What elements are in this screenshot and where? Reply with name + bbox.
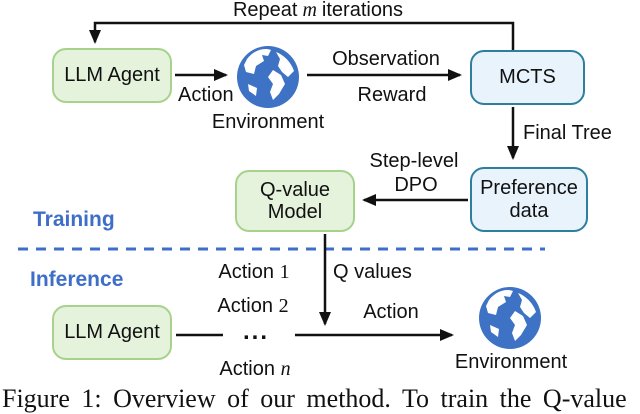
mcts-box: MCTS [470,50,585,105]
actions-ellipsis: ... [242,318,270,345]
environment-label-bottom: Environment [454,351,568,373]
action-n-var: n [280,358,291,380]
environment-globe-icon-top [237,46,299,108]
step-level-label: Step-level [369,150,459,172]
environment-globe-icon-bottom [479,287,541,349]
llm-agent-box-inference: LLM Agent [52,305,172,360]
inference-label: Inference [30,268,124,291]
training-label: Training [33,208,115,231]
repeat-label-post: iterations [321,0,404,21]
action-label-top: Action [178,84,234,106]
llm-agent-box-training: LLM Agent [52,48,172,103]
reward-label: Reward [357,84,427,106]
action-2-number: 2 [278,295,289,317]
dpo-label: DPO [394,174,438,196]
action-1-number: 1 [279,261,290,283]
q-value-model-box: Q-value Model [235,170,355,232]
figure-caption: Figure 1: Overview of our method. To tra… [2,384,627,413]
action-1-text: Action [218,261,274,283]
action-n-text: Action [219,358,275,380]
repeat-label-pre: Repeat [232,0,298,21]
final-tree-label: Final Tree [523,122,612,144]
repeat-label-var: m [302,0,317,21]
repeat-loop-arrow [89,21,515,50]
observation-label: Observation [332,48,440,70]
environment-label-top: Environment [211,111,325,133]
preference-data-box: Preference data [470,167,588,232]
action-label-bottom: Action [363,301,419,323]
action-2-text: Action [217,295,273,317]
q-values-label: Q values [333,261,412,283]
